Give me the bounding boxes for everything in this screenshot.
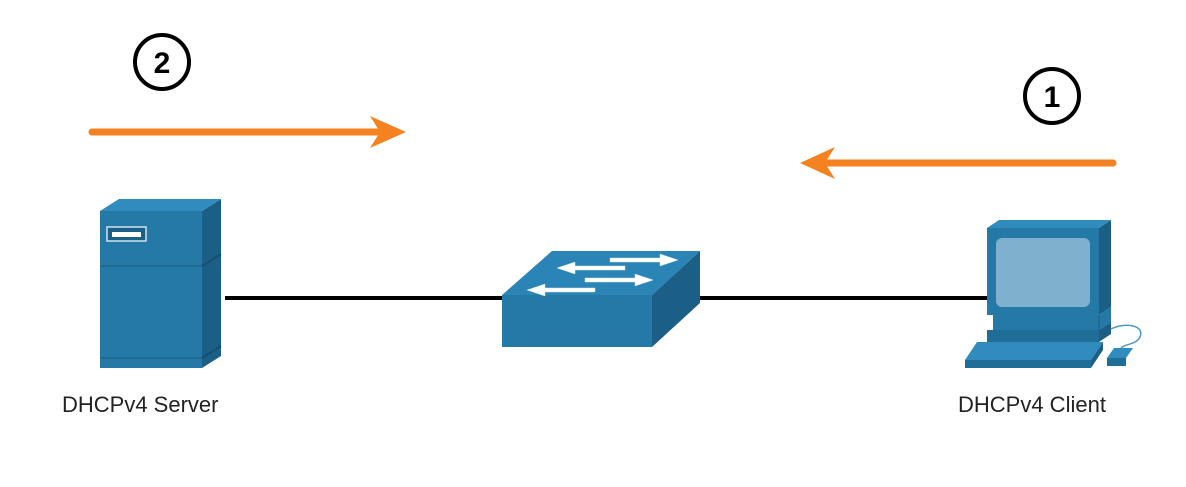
server-label: DHCPv4 Server [62,392,219,417]
arrow-right-icon [88,116,406,148]
server-icon [100,199,222,368]
step-number-1: 1 [1044,81,1061,114]
step-number-2: 2 [154,47,171,80]
step-badge-2: 2 [133,33,191,91]
step-badge-1: 1 [1023,67,1081,125]
desktop-computer-icon [965,220,1142,368]
client-label: DHCPv4 Client [958,392,1106,417]
arrow-left-icon [800,147,1117,179]
switch-icon [502,251,700,347]
